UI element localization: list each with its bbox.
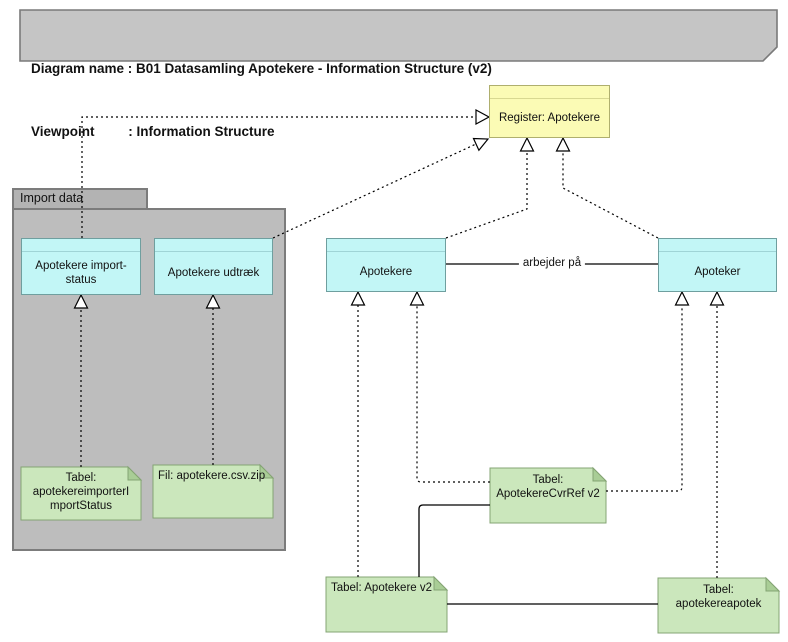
folded-corner-icon xyxy=(592,466,608,482)
triangle-arrowhead-icon xyxy=(709,290,725,306)
node-apotekere-udtraek[interactable]: Apotekere udtræk xyxy=(154,238,273,295)
triangle-arrowhead-icon xyxy=(472,137,490,152)
folded-corner-icon xyxy=(765,576,781,592)
note-fil-apotekere-shape[interactable] xyxy=(152,463,275,519)
note-tabel-apotekereapotek-shape[interactable] xyxy=(657,576,781,634)
node-apotekere-udtraek-label: Apotekere udtræk xyxy=(167,267,260,279)
note-tabel-apotekereapotek-label: Tabel: apotekereapotek xyxy=(675,584,762,610)
realization-apoteker-to-register[interactable] xyxy=(555,136,659,239)
realization-import-status-to-register[interactable] xyxy=(81,108,491,238)
diagram-name-line: Diagram name : B01 Datasamling Apotekere… xyxy=(31,61,492,76)
triangle-arrowhead-icon xyxy=(519,136,535,152)
realization-tabel-cvrref-to-apoteker[interactable] xyxy=(606,290,690,492)
node-register-apotekere-label: Register: Apotekere xyxy=(498,112,600,124)
realization-udtraek-to-register[interactable] xyxy=(272,137,490,239)
note-tabel-apotekereimporter-shape[interactable] xyxy=(20,465,143,521)
diagram-title-banner: Diagram name : B01 Datasamling Apotekere… xyxy=(31,16,492,184)
node-top-strip xyxy=(659,239,776,252)
note-tabel-apotekereimporter-label: Tabel: apotekereimporterI mportStatus xyxy=(32,472,130,512)
triangle-arrowhead-icon xyxy=(674,290,690,306)
realization-apotekere-to-register[interactable] xyxy=(445,136,535,239)
node-apotekere-import-status-label: Apotekere import- status xyxy=(35,260,127,286)
folded-corner-icon xyxy=(259,463,275,479)
realization-tabel-cvrref-to-apotekere[interactable] xyxy=(409,290,491,483)
triangle-arrowhead-icon xyxy=(350,290,366,306)
node-apotekere-import-status[interactable]: Apotekere import- status xyxy=(21,238,141,295)
triangle-arrowhead-icon xyxy=(475,108,491,126)
note-tabel-apotekerecvrref-shape[interactable] xyxy=(489,466,608,524)
triangle-arrowhead-icon xyxy=(205,293,221,309)
node-top-strip xyxy=(155,239,272,252)
node-register-apotekere[interactable]: Register: Apotekere xyxy=(489,85,610,138)
triangle-arrowhead-icon xyxy=(555,136,571,152)
node-apoteker-label: Apoteker xyxy=(694,265,741,278)
folded-corner-icon xyxy=(127,465,143,481)
note-tabel-apotekere-v2-shape[interactable] xyxy=(325,575,449,633)
realization-tabel-importstatus-to-import-status[interactable] xyxy=(73,293,89,467)
node-top-strip xyxy=(22,239,140,252)
relation-label-arbejder-paa: arbejder på xyxy=(518,257,586,269)
viewpoint-line: Viewpoint : Information Structure xyxy=(31,124,275,139)
realization-tabel-apotekere-v2-to-apotekere[interactable] xyxy=(350,290,366,577)
title-banner-shape xyxy=(19,9,778,62)
note-tabel-apotekere-v2-label: Tabel: Apotekere v2 xyxy=(331,582,433,594)
node-apotekere[interactable]: Apotekere xyxy=(326,238,446,292)
group-import-data-label: Import data xyxy=(20,191,84,205)
triangle-arrowhead-icon xyxy=(73,293,89,309)
note-tabel-apotekerecvrref-label: Tabel: ApotekereCvrRef v2 xyxy=(496,474,600,500)
triangle-arrowhead-icon xyxy=(409,290,425,306)
folded-corner-icon xyxy=(433,575,449,591)
node-top-strip xyxy=(327,239,445,252)
node-apoteker[interactable]: Apoteker xyxy=(658,238,777,292)
association-cvrref-apotekere-v2[interactable] xyxy=(418,504,490,577)
realization-fil-to-udtraek[interactable] xyxy=(205,293,221,465)
realization-tabel-apotekereapotek-to-apoteker[interactable] xyxy=(709,290,725,578)
node-top-strip xyxy=(490,86,609,99)
note-fil-apotekere-label: Fil: apotekere.csv.zip xyxy=(158,470,266,482)
node-apotekere-label: Apotekere xyxy=(359,265,413,278)
